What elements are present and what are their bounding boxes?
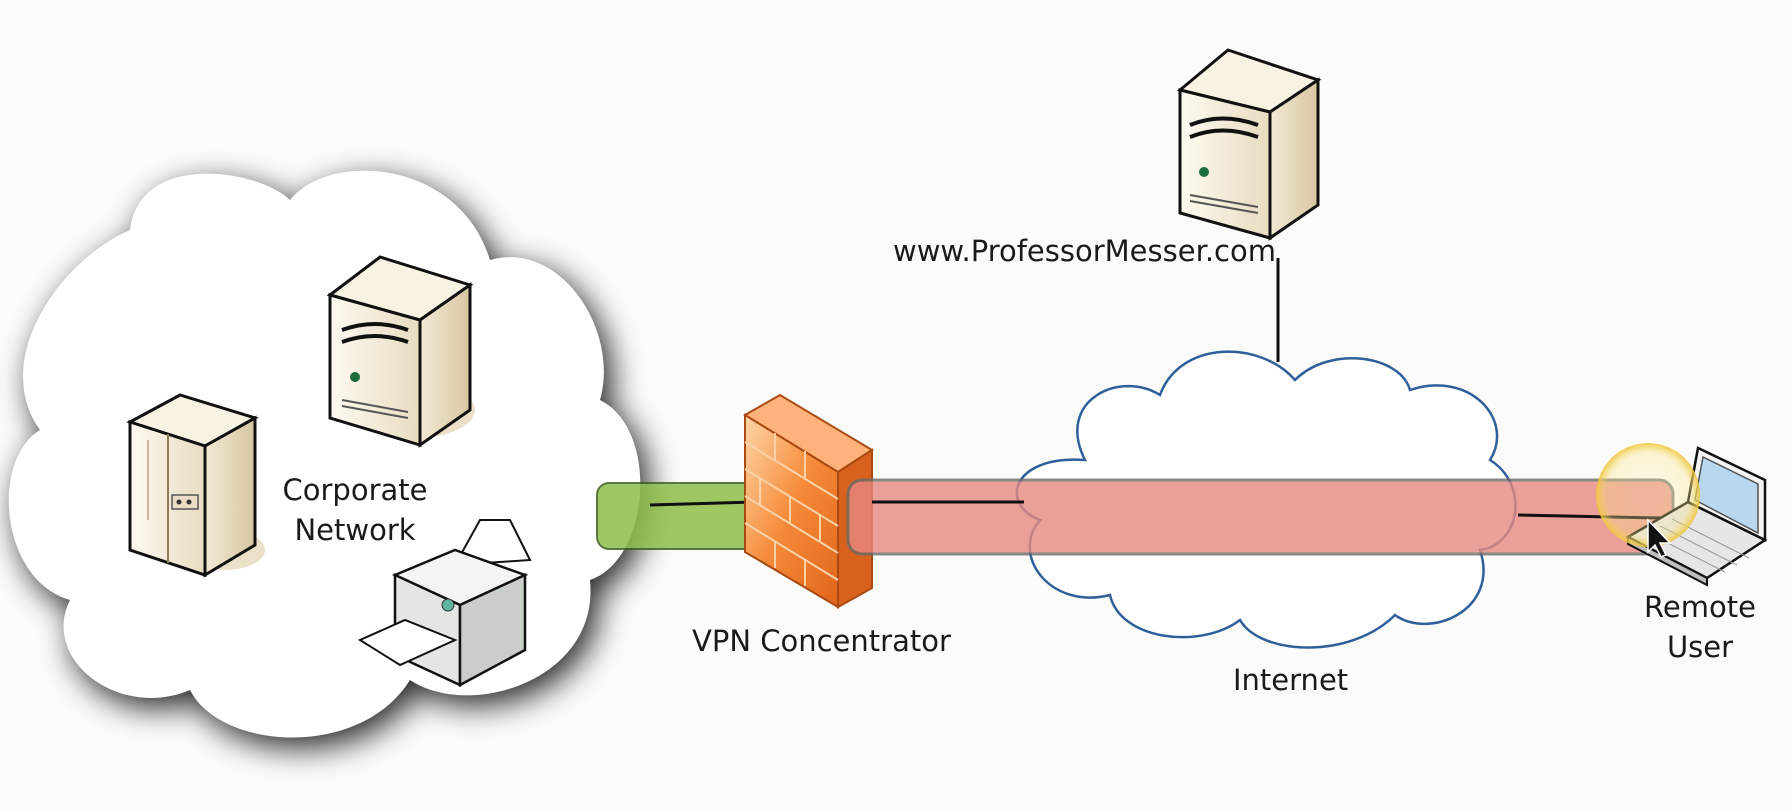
corporate-server-icon [326,255,475,448]
vpn-concentrator-label: VPN Concentrator [692,624,951,658]
web-server-icon [1176,48,1322,241]
mouse-pointer-icon [1647,518,1672,558]
website-label: www.ProfessorMesser.com [893,234,1276,268]
remote-user-label: Remote User [1630,587,1770,667]
corporate-label-line1: Corporate [282,473,428,507]
internet-label: Internet [1233,663,1349,697]
corporate-rack-icon [126,393,265,578]
corporate-cloud-icon [8,170,649,748]
corporate-network-label: Corporate Network [275,470,435,550]
green-tunnel-segment [596,482,763,550]
remote-label-line1: Remote [1644,590,1756,624]
printer-icon [357,519,532,688]
corporate-label-line2: Network [294,513,416,547]
remote-label-line2: User [1666,630,1734,664]
cursor-highlight [1596,443,1700,547]
